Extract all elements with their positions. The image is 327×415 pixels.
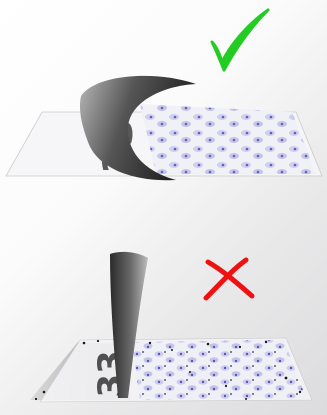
- cross-mark-icon: [206, 260, 252, 298]
- correct-example: 33: [6, 10, 322, 180]
- check-mark-icon: [212, 10, 268, 70]
- patterned-transfer: [140, 104, 316, 174]
- patterned-transfer: [132, 340, 306, 400]
- incorrect-example: 33: [30, 252, 312, 402]
